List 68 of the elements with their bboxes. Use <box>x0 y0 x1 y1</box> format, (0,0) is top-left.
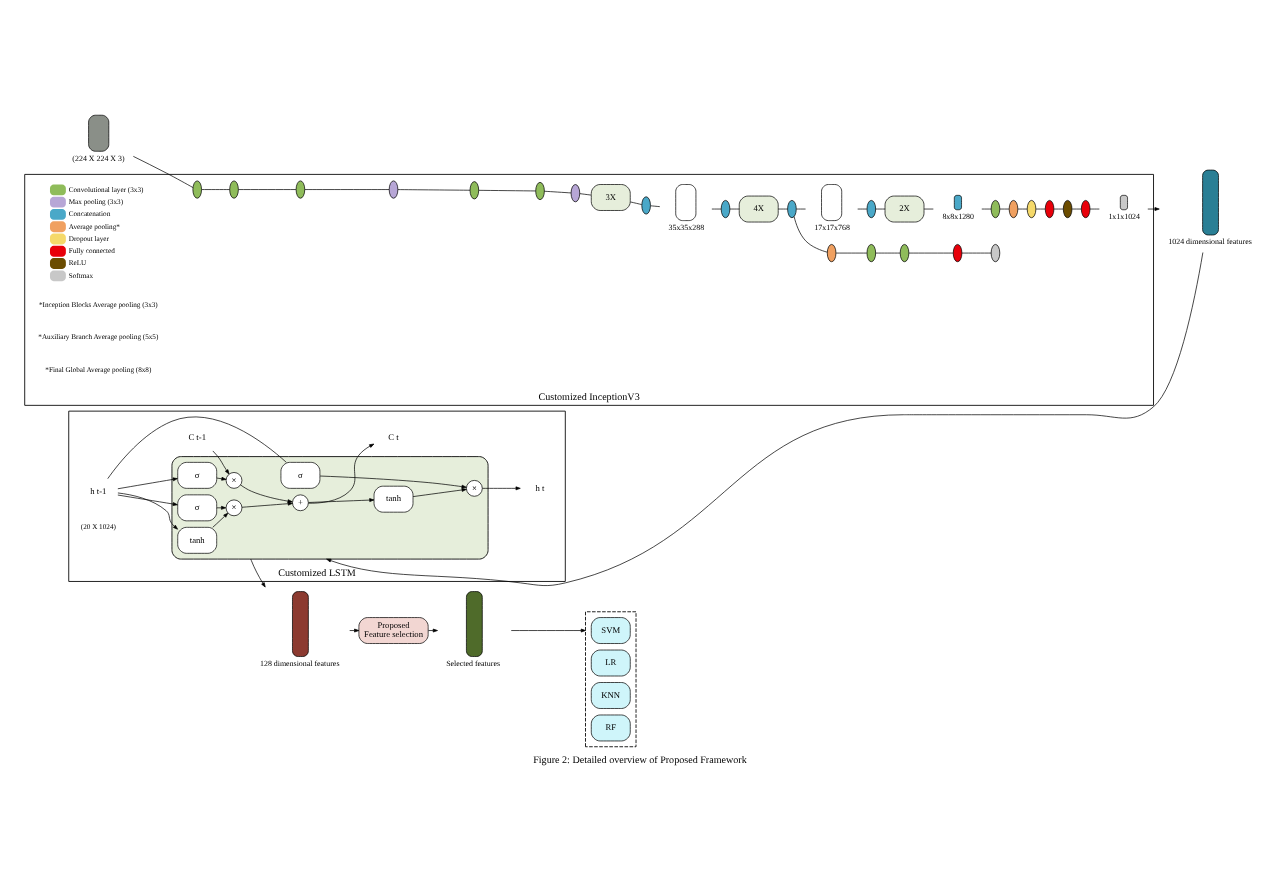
connector <box>478 189 536 192</box>
arrow <box>349 628 360 633</box>
connector <box>544 190 572 194</box>
node-oval <box>1062 200 1073 219</box>
node-oval <box>866 200 876 219</box>
node-oval <box>469 181 480 200</box>
node-oval <box>899 244 910 263</box>
connector <box>579 193 592 196</box>
arrow <box>216 505 227 510</box>
connector <box>133 156 194 188</box>
node-oval <box>1026 200 1037 219</box>
arrow <box>319 475 467 489</box>
arrow <box>326 252 1204 586</box>
node-oval <box>388 180 399 199</box>
connector <box>777 208 788 210</box>
node-oval <box>990 244 1001 263</box>
connector <box>1071 208 1082 210</box>
node-oval <box>990 200 1001 219</box>
connector <box>961 252 992 254</box>
node-oval <box>570 184 581 203</box>
node-oval <box>952 244 963 263</box>
connector <box>793 216 828 253</box>
connector <box>999 208 1010 210</box>
arrow <box>412 488 467 497</box>
node-oval <box>787 200 797 219</box>
node-oval <box>192 180 202 199</box>
connector <box>201 189 230 190</box>
arrow <box>117 494 178 506</box>
node-oval <box>866 244 876 263</box>
node-oval <box>1044 200 1055 219</box>
node-oval <box>295 180 306 199</box>
node-oval <box>1081 200 1091 219</box>
connector <box>1053 208 1064 210</box>
connector <box>711 208 722 210</box>
arrow <box>1147 207 1160 211</box>
node-oval <box>229 180 239 199</box>
connector <box>1017 208 1028 210</box>
arrow <box>250 558 266 588</box>
node-oval <box>641 196 651 215</box>
arrow <box>240 484 293 503</box>
arrow <box>482 486 521 491</box>
arrow <box>212 450 230 475</box>
connector <box>107 416 287 480</box>
connector <box>397 189 471 191</box>
arrow <box>308 443 375 504</box>
arrow <box>308 498 375 503</box>
connector <box>1035 208 1046 210</box>
connector <box>981 208 992 210</box>
node-oval <box>826 244 837 263</box>
node-oval <box>720 200 731 219</box>
connector <box>875 252 901 254</box>
node-oval <box>535 182 545 200</box>
arrow <box>216 476 227 481</box>
arrow <box>510 628 586 633</box>
connector <box>630 201 642 205</box>
cluster <box>585 611 637 748</box>
connector <box>238 189 297 190</box>
arrow <box>117 477 178 490</box>
arrow <box>117 492 178 530</box>
connector <box>729 208 740 210</box>
arrow <box>428 628 438 633</box>
connector <box>304 189 390 190</box>
connector <box>650 205 661 207</box>
connector <box>908 252 954 254</box>
node-oval <box>1008 200 1019 219</box>
arrow <box>212 512 229 528</box>
connector <box>875 208 886 210</box>
arrow <box>241 501 293 508</box>
